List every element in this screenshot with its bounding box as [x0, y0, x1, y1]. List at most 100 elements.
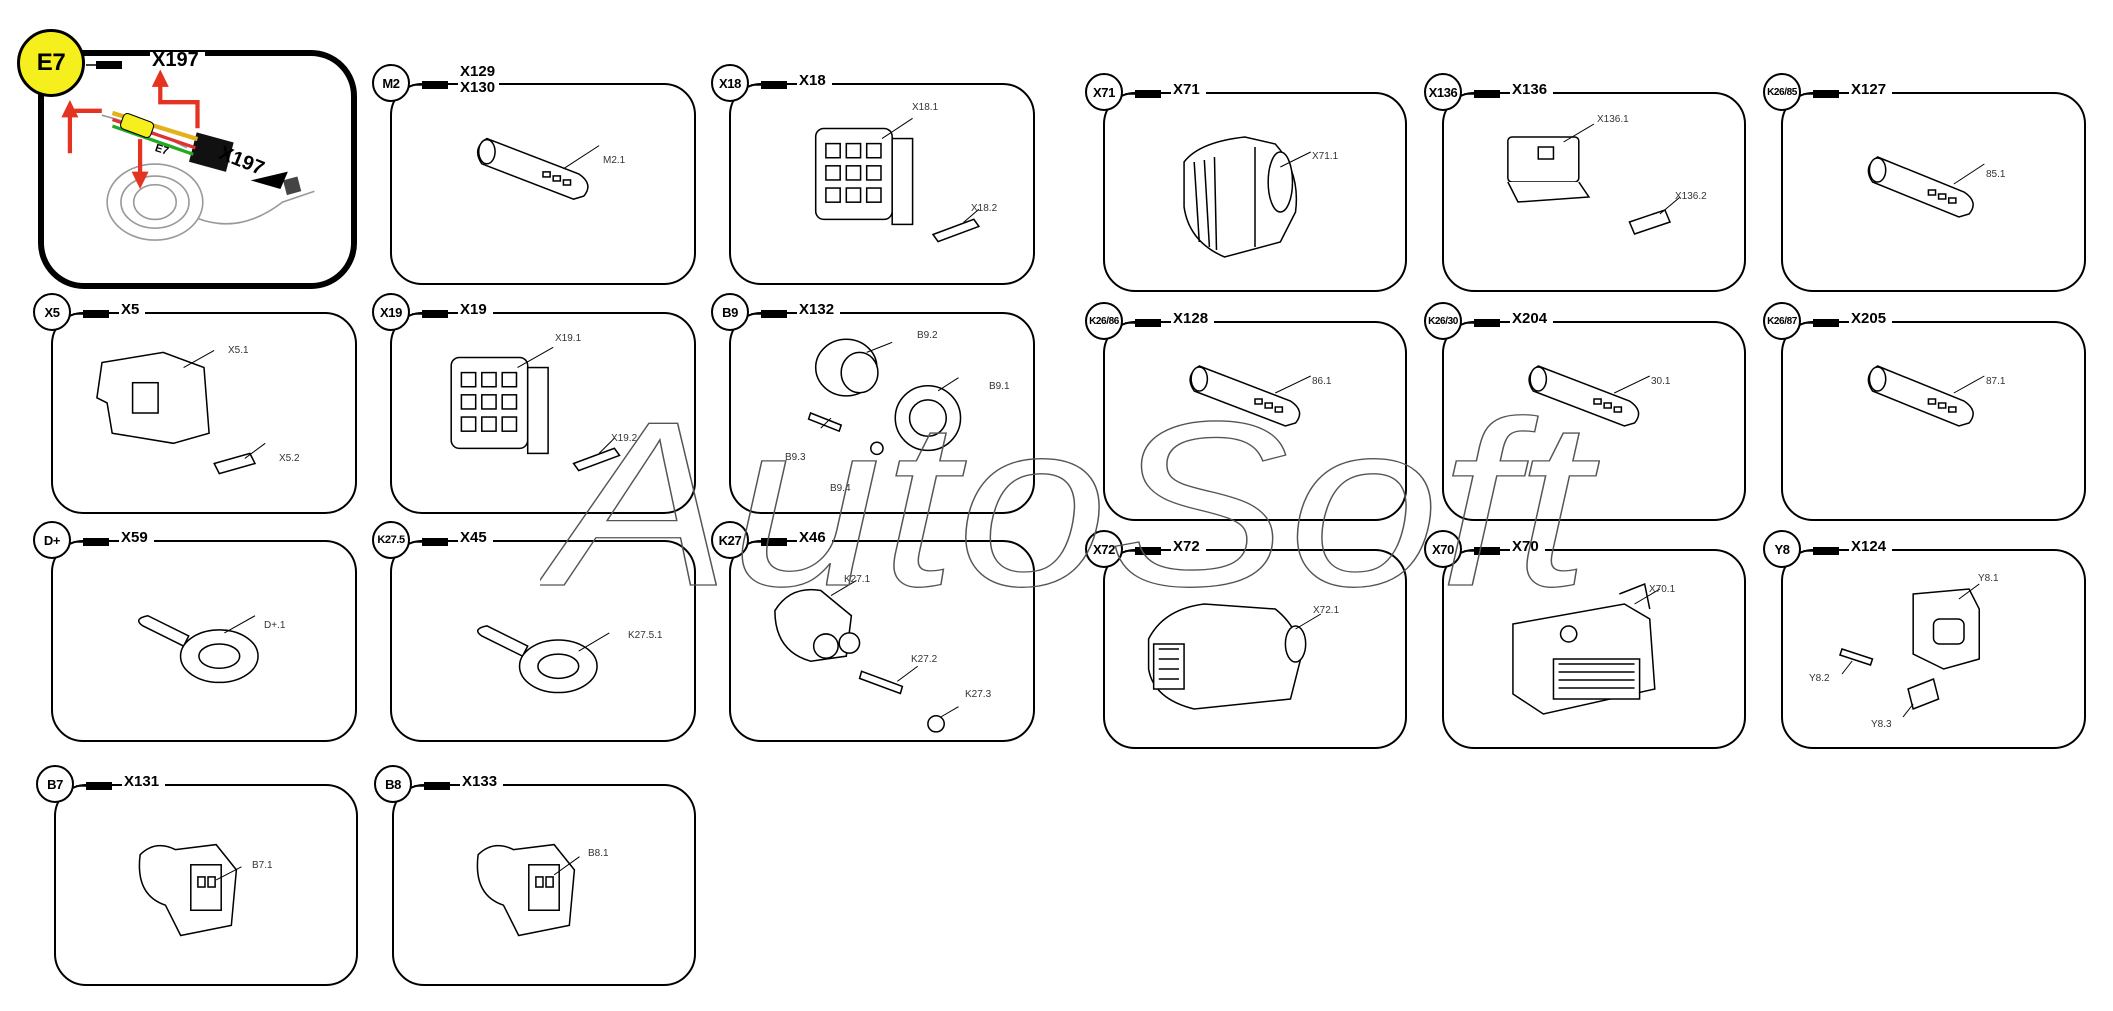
connector-code: X18 [797, 72, 832, 89]
plug-icon [751, 538, 787, 546]
part-label: X136.1 [1597, 114, 1629, 125]
part-label: Y8.3 [1871, 719, 1892, 730]
terminal-illustration [1781, 92, 2086, 292]
connector-housing-illustration [51, 312, 357, 514]
part-label: B8.1 [588, 848, 609, 859]
plug-icon [1803, 90, 1839, 98]
plug-icon [1464, 547, 1500, 555]
part-label: X19.2 [611, 433, 638, 444]
connector-card-x70[interactable]: X70.1 X70 X70 [1424, 530, 1746, 749]
connector-housing-illustration [1103, 92, 1407, 292]
plug-icon [76, 782, 112, 790]
connector-code: X71 [1171, 81, 1206, 98]
card-frame [1103, 92, 1407, 292]
connector-code: X205 [1849, 310, 1893, 327]
part-label: Y8.1 [1978, 573, 1999, 584]
connector-card-b9[interactable]: B9.2 B9.1 B9.3 B9.4 B9 X132 [711, 293, 1035, 514]
position-circle: X136 [1424, 73, 1462, 111]
connector-card-k27[interactable]: K27.1 K27.2 K27.3 K27 X46 [711, 521, 1035, 742]
position-circle: X72 [1085, 530, 1123, 568]
connector-card-k27-5[interactable]: K27.5.1 K27.5 X45 [372, 521, 696, 742]
connector-housing-illustration [1103, 549, 1407, 749]
plug-icon [1125, 319, 1161, 327]
plug-icon [1464, 90, 1500, 98]
plug-icon [1125, 90, 1161, 98]
part-label: B7.1 [252, 860, 273, 871]
part-label: D+.1 [264, 620, 286, 631]
connector-card-y8[interactable]: Y8.1 Y8.2 Y8.3 Y8 X124 [1763, 530, 2086, 749]
position-circle: X18 [711, 64, 749, 102]
connector-code: X132 [797, 301, 841, 318]
connector-card-x71[interactable]: X71.1 X71 X71 [1085, 73, 1407, 292]
connector-card-x136[interactable]: X136.1 X136.2 X136 X136 [1424, 73, 1746, 292]
connector-card-b7[interactable]: B7.1 B7 X131 [36, 765, 358, 986]
plug-icon [412, 538, 448, 546]
part-label: X72.1 [1313, 605, 1340, 616]
position-circle: M2 [372, 64, 410, 102]
plug-icon [86, 61, 122, 69]
connector-code: X129 [458, 63, 502, 80]
connector-code-secondary: X130 [458, 79, 500, 96]
position-circle: K26/85 [1763, 73, 1801, 111]
sensor-illustration [729, 312, 1035, 514]
connector-housing-illustration [54, 784, 358, 986]
position-circle: K27.5 [372, 521, 410, 559]
connector-code: X72 [1171, 538, 1206, 555]
ecu-connector-illustration [1442, 549, 1746, 749]
plug-icon [414, 782, 450, 790]
part-label: X5.1 [228, 345, 249, 356]
connector-code: X204 [1510, 310, 1554, 327]
part-label: X136.2 [1675, 191, 1707, 202]
part-label: 87.1 [1986, 376, 2006, 387]
position-circle: B8 [374, 765, 412, 803]
position-circle: D+ [33, 521, 71, 559]
connector-code: X45 [458, 529, 493, 546]
position-circle: B9 [711, 293, 749, 331]
part-label: 85.1 [1986, 169, 2006, 180]
connector-card-x5[interactable]: X5.1 X5.2 X5 X5 [33, 293, 357, 514]
ring-terminal-illustration [51, 540, 357, 742]
card-frame [1781, 321, 2086, 521]
connector-card-d-plus[interactable]: D+.1 D+ X59 [33, 521, 357, 742]
part-label: X19.1 [555, 333, 582, 344]
e7-connector-illustration [38, 50, 357, 289]
connector-card-k26-30[interactable]: 30.1 K26/30 X204 [1424, 302, 1746, 521]
plug-icon [1464, 319, 1500, 327]
connector-housing-illustration [729, 83, 1035, 285]
plug-icon [1803, 547, 1839, 555]
plug-icon [1803, 319, 1839, 327]
connector-housing-illustration [392, 784, 696, 986]
connector-card-x72[interactable]: X72.1 X72 X72 [1085, 530, 1407, 749]
position-circle: X5 [33, 293, 71, 331]
connector-card-k26-86[interactable]: 86.1 K26/86 X128 [1085, 302, 1407, 521]
position-circle: Y8 [1763, 530, 1801, 568]
connector-card-x19[interactable]: X19.1 X19.2 X19 X19 [372, 293, 696, 514]
connector-card-k26-87[interactable]: 87.1 K26/87 X205 [1763, 302, 2086, 521]
connector-housing-illustration [729, 540, 1035, 742]
connector-card-e7[interactable]: E7 X197 E7 X197 [17, 29, 357, 289]
part-label: X18.2 [971, 203, 998, 214]
connector-card-x18[interactable]: X18.1 X18.2 X18 X18 [711, 64, 1035, 285]
connector-card-m2[interactable]: M2.1 M2 X129 X130 [372, 63, 696, 285]
connector-code: X131 [122, 773, 166, 790]
card-frame [390, 540, 696, 742]
part-label: X70.1 [1649, 584, 1676, 595]
connector-card-k26-85[interactable]: 85.1 K26/85 X127 [1763, 73, 2086, 292]
card-frame [729, 540, 1035, 742]
connector-code: X197 [150, 50, 205, 70]
connector-code: X128 [1171, 310, 1215, 327]
part-label: K27.5.1 [628, 630, 663, 641]
card-frame [1442, 92, 1746, 292]
position-circle: B7 [36, 765, 74, 803]
position-circle: X70 [1424, 530, 1462, 568]
position-circle: K26/30 [1424, 302, 1462, 340]
part-label: K27.1 [844, 574, 871, 585]
connector-housing-illustration [390, 312, 696, 514]
connector-card-b8[interactable]: B8.1 B8 X133 [374, 765, 696, 986]
part-label: 30.1 [1651, 376, 1671, 387]
position-circle: E7 [17, 29, 85, 97]
card-frame [1442, 321, 1746, 521]
connector-code: X127 [1849, 81, 1893, 98]
plug-icon [412, 81, 448, 89]
terminal-illustration [1781, 321, 2086, 521]
